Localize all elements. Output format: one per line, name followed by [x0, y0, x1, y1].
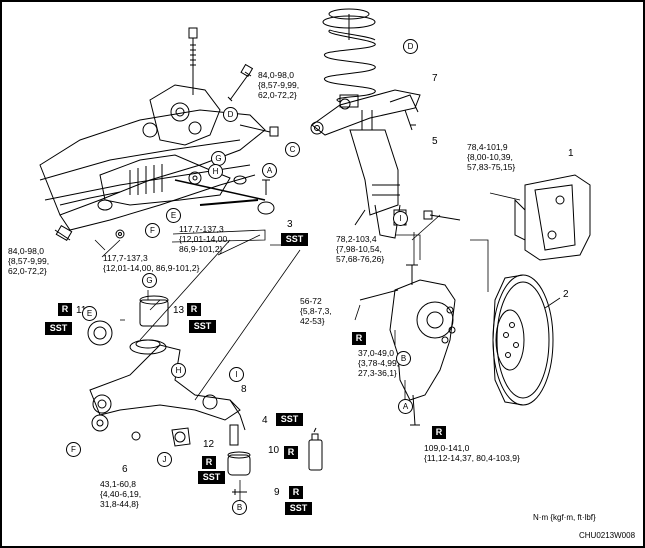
- part-number-4: 4: [262, 415, 268, 426]
- r-tag-bushing-13: R: [187, 303, 201, 316]
- tie-rod-end: [188, 171, 275, 215]
- ref-letter-h-bottom: H: [171, 363, 186, 378]
- r-tag-clip: R: [289, 486, 303, 499]
- unit-legend: N·m {kgf·m, ft·lbf}: [533, 513, 596, 522]
- ref-letter-i-bottom: I: [229, 367, 244, 382]
- brake-rotor: [492, 274, 554, 406]
- part-number-9: 9: [274, 487, 280, 498]
- sst-tag-tie-rod: SST: [281, 233, 308, 246]
- ref-letter-a-bottom: A: [398, 399, 413, 414]
- part-number-1: 1: [568, 148, 574, 159]
- part-number-2: 2: [563, 289, 569, 300]
- r-tag-knuckle-nut: R: [352, 332, 366, 345]
- ref-letter-h-top: H: [208, 164, 223, 179]
- sst-tag-bushing-12: SST: [198, 471, 225, 484]
- ref-letter-e-top: E: [166, 208, 181, 223]
- sst-tag-bushing-13: SST: [189, 320, 216, 333]
- part-number-3: 3: [287, 219, 293, 230]
- grease-can: [308, 427, 323, 471]
- torque-spec-hub-nut: 109,0-141,0 {11,12-14,37, 80,4-103,9}: [424, 443, 520, 463]
- torque-spec-lower-bolt: 84,0-98,0 {8,57-9,99, 62,0-72,2}: [8, 246, 50, 276]
- steering-knuckle: [359, 264, 456, 426]
- sst-tag-ball-joint: SST: [276, 413, 303, 426]
- subframe-drawing: [39, 84, 266, 231]
- part-number-7: 7: [432, 73, 438, 84]
- r-tag-bushing-12: R: [202, 456, 216, 469]
- part-number-13: 13: [173, 305, 185, 316]
- torque-spec-ball-joint-nut: 37,0-49,0 {3,78-4,99, 27,3-36,1}: [358, 348, 400, 378]
- ref-letter-d-right: D: [403, 39, 418, 54]
- lower-arm: [89, 339, 246, 431]
- ref-letter-i-top: I: [393, 211, 408, 226]
- torque-spec-lower-arm-nut: 43,1-60,8 {4,40-6,19, 31,8-44,8}: [100, 479, 142, 509]
- ref-letter-f-bottom: F: [66, 442, 81, 457]
- r-tag-bushing-11: R: [58, 303, 72, 316]
- ref-letter-f-top: F: [145, 223, 160, 238]
- ref-letter-j: J: [157, 452, 172, 467]
- upper-arm: [310, 89, 421, 136]
- coil-spring: [322, 8, 376, 108]
- part-number-8: 8: [241, 384, 247, 395]
- torque-spec-caliper-bolt: 78,4-101,9 {8,00-10,39, 57,83-75,15}: [467, 142, 516, 172]
- r-tag-boot: R: [284, 446, 298, 459]
- sst-tag-bushing-11: SST: [45, 322, 72, 335]
- torque-spec-tie-rod: 117,7-137,3 {12,01-14,00, 86,9-101,2}: [179, 224, 230, 254]
- part-number-5: 5: [432, 136, 438, 147]
- r-tag-hub-nut: R: [432, 426, 446, 439]
- ref-letter-b-knuckle: B: [396, 351, 411, 366]
- part-number-6: 6: [122, 464, 128, 475]
- bushings: [87, 295, 251, 495]
- part-number-12: 12: [203, 439, 215, 450]
- part-number-10: 10: [268, 445, 280, 456]
- ref-letter-e-bottom: E: [82, 306, 97, 321]
- part-number-11: 11: [76, 305, 87, 316]
- ref-letter-d-left: D: [223, 107, 238, 122]
- torque-spec-subframe-nut: 117,7-137,3 {12,01-14,00, 86,9-101,2}: [103, 253, 200, 273]
- ref-letter-c: C: [285, 142, 300, 157]
- ref-letter-a-top: A: [262, 163, 277, 178]
- torque-spec-knuckle-nut: 56-72 {5,8-7,3, 42-53}: [300, 296, 332, 326]
- subframe-bolts: [54, 27, 279, 242]
- torque-spec-upper-bolt: 84,0-98,0 {8,57-9,99, 62,0-72,2}: [258, 70, 300, 100]
- sst-tag-clip: SST: [285, 502, 312, 515]
- brake-caliper: [423, 174, 591, 261]
- torque-spec-shock-bolt: 78,2-103,4 {7,98-10,54, 57,68-76,26}: [336, 234, 385, 264]
- figure-code: CHU0213W008: [579, 531, 636, 540]
- leader-lines: [94, 192, 561, 500]
- ref-letter-b-bottom: B: [232, 500, 247, 515]
- ref-letter-g-bottom: G: [142, 273, 157, 288]
